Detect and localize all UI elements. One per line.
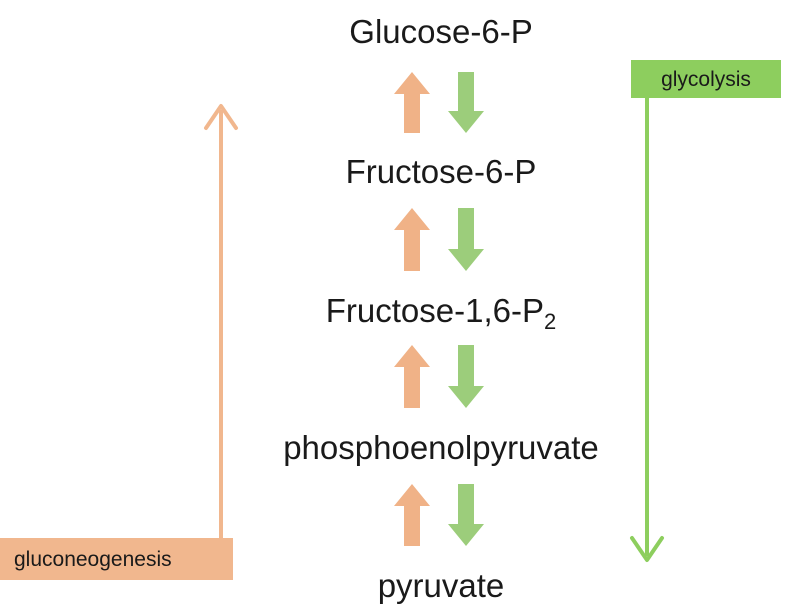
metabolite-fructose-1-6-p2-label: Fructose-1,6-P xyxy=(325,292,544,329)
up-arrow-step-4 xyxy=(394,484,430,546)
metabolite-phosphoenolpyruvate-label: phosphoenolpyruvate xyxy=(283,429,599,466)
glycolysis-label: glycolysis xyxy=(631,60,781,98)
metabolite-glucose-6-p-label: Glucose-6-P xyxy=(349,13,533,50)
gluconeogenesis-label: gluconeogenesis xyxy=(0,538,233,580)
metabolite-glucose-6-p: Glucose-6-P xyxy=(0,15,804,48)
metabolite-fructose-6-p: Fructose-6-P xyxy=(0,155,804,188)
down-arrow-step-4 xyxy=(448,484,484,546)
metabolite-pyruvate-label: pyruvate xyxy=(377,567,505,604)
metabolite-fructose-1-6-p2: Fructose-1,6-P2 xyxy=(0,294,804,333)
gluconeogenesis-arrowhead-icon xyxy=(204,104,238,130)
down-arrow-step-2 xyxy=(448,208,484,271)
glycolysis-arrowhead-icon xyxy=(630,536,664,562)
metabolite-pyruvate: pyruvate xyxy=(0,569,804,602)
metabolite-fructose-1-6-p2-subscript: 2 xyxy=(544,309,557,334)
up-arrow-step-1 xyxy=(394,72,430,133)
down-arrow-step-3 xyxy=(448,345,484,408)
down-arrow-step-1 xyxy=(448,72,484,133)
metabolite-phosphoenolpyruvate: phosphoenolpyruvate xyxy=(0,431,804,464)
up-arrow-step-3 xyxy=(394,345,430,408)
metabolite-fructose-6-p-label: Fructose-6-P xyxy=(345,153,537,190)
up-arrow-step-2 xyxy=(394,208,430,271)
